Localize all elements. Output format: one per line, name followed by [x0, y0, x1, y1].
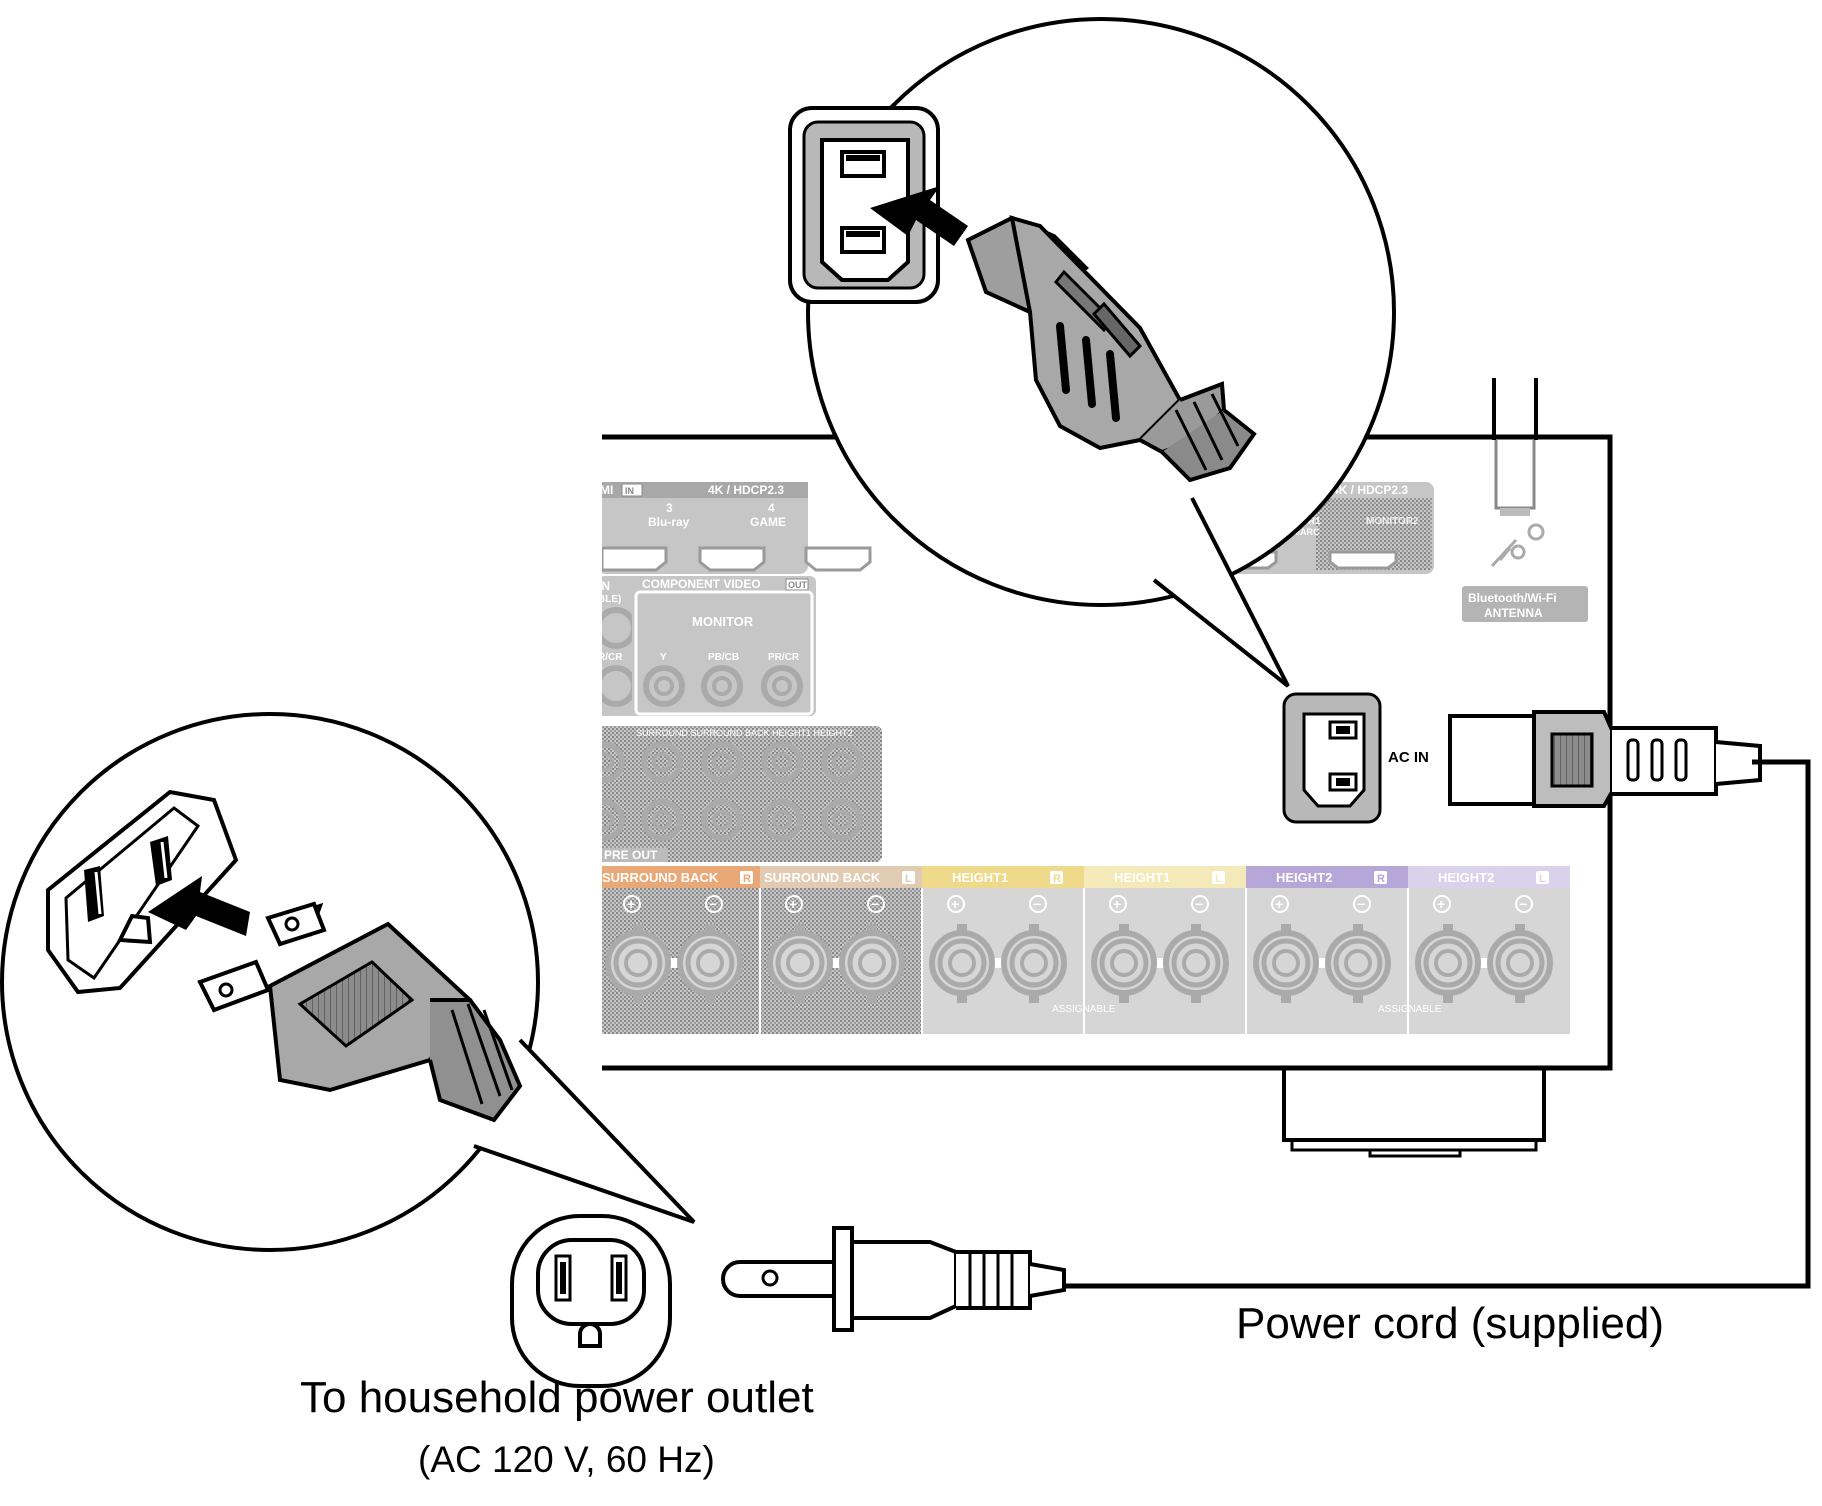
speaker-terminal-group: SURROUND BACK L + −: [759, 866, 922, 1034]
speaker-group-badge: L: [1539, 873, 1546, 885]
chassis-foot: [1282, 1068, 1546, 1142]
speaker-terminal-group: HEIGHT1 L + −: [1083, 866, 1246, 1034]
iec-plug-closeup: [965, 215, 1257, 483]
speaker-group-label: SURROUND BACK: [602, 870, 719, 885]
two-prong-plug-closeup: [197, 901, 523, 1123]
component-monitor-label: MONITOR: [692, 614, 754, 629]
input3-number: 3: [666, 501, 673, 515]
pre-out-jack: [821, 799, 863, 841]
pre-out-jack: [701, 741, 743, 783]
component-pr-jack: [761, 665, 803, 707]
pre-out-jack: [641, 799, 683, 841]
hdmi-port-2: [602, 546, 668, 572]
iec-plug-connected: [1448, 710, 1762, 808]
component-pb-label: PB/CB: [708, 652, 739, 663]
component-y-label: Y: [660, 652, 667, 663]
component-pr-label: PR/CR: [768, 652, 800, 663]
hdmi-port-3: [698, 546, 766, 572]
receiver-rear-panel: MI IN 4K / HDCP2.3 3 Blu-ray 4 GAME 4K /…: [598, 378, 1613, 1158]
input4-name: GAME: [750, 515, 786, 529]
hdcp-left-label: 4K / HDCP2.3: [708, 483, 784, 497]
pre-out-jack: [641, 741, 683, 783]
svg-text:+: +: [1113, 896, 1121, 912]
svg-text:−: −: [1357, 896, 1365, 912]
speaker-group-badge: L: [1215, 873, 1222, 885]
svg-text:−: −: [709, 896, 717, 912]
pre-out-jack: [821, 741, 863, 783]
input4-number: 4: [768, 501, 775, 515]
antenna-symbol-icon: [1490, 538, 1526, 568]
speaker-terminal-group: HEIGHT2 R + −: [1245, 866, 1408, 1034]
monitor2-label: MONITOR2: [1366, 516, 1419, 527]
ac-in-label: AC IN: [1388, 749, 1429, 766]
speaker-group-badge: L: [905, 873, 912, 885]
detail-circle-ac-inlet: [788, 17, 1396, 688]
hdmi-in-badge: IN: [625, 486, 634, 496]
antenna-rod: [1492, 378, 1538, 516]
speaker-terminal-section: SURROUND BACK R + − SURROUND BACK L + − HEIGHT1 R…: [602, 866, 1570, 1034]
pre-out-jack: [761, 799, 803, 841]
speaker-group-badge: R: [743, 873, 751, 885]
insert-arrow-left: [148, 876, 250, 936]
left-partial-label-top: IN: [598, 579, 610, 593]
speaker-group-label: HEIGHT2: [1438, 870, 1494, 885]
speaker-group-label: SURROUND BACK: [764, 870, 881, 885]
antenna-label-line1: Bluetooth/Wi-Fi: [1468, 591, 1557, 605]
svg-text:+: +: [627, 896, 635, 912]
ac-in-inlet: AC IN: [1282, 692, 1429, 824]
hdmi-monitor2-port: [1328, 550, 1398, 570]
assignable-label-2: ASSIGNABLE: [1378, 1004, 1442, 1015]
svg-text:−: −: [871, 896, 879, 912]
power-cord-caption: Power cord (supplied): [1236, 1299, 1664, 1348]
speaker-group-label: HEIGHT2: [1276, 870, 1332, 885]
speaker-group-label: HEIGHT1: [1114, 870, 1170, 885]
pre-out-jack: [602, 741, 625, 783]
antenna-section: Bluetooth/Wi-Fi ANTENNA: [1462, 523, 1588, 622]
speaker-terminal-group: HEIGHT2 L + −: [1407, 866, 1570, 1034]
component-video-label: COMPONENT VIDEO: [642, 577, 761, 591]
input3-name: Blu-ray: [648, 515, 690, 529]
hdmi-input-section: MI IN 4K / HDCP2.3 3 Blu-ray 4 GAME: [600, 482, 872, 574]
pre-out-label: PRE OUT: [604, 848, 658, 862]
speaker-terminal-group: HEIGHT1 R + −: [921, 866, 1084, 1034]
pre-out-header: SURROUND SURROUND BACK HEIGHT1 HEIGHT2: [636, 728, 853, 738]
component-y-jack: [643, 665, 685, 707]
svg-text:+: +: [1275, 896, 1283, 912]
left-partial-label-mid: BLE): [598, 594, 621, 605]
insert-arrow-top: [870, 186, 968, 246]
household-plug: [721, 1226, 1066, 1332]
hdmi-port-4: [804, 546, 872, 572]
component-video-section: IN BLE) R/CR COMPONENT VIDEO OUT MONITOR…: [598, 576, 816, 716]
detail-circle-wall-outlet: [0, 712, 696, 1252]
outlet-caption-line1: To household power outlet: [300, 1373, 814, 1422]
pre-out-section: SURROUND SURROUND BACK HEIGHT1 HEIGHT2 P…: [602, 726, 882, 862]
speaker-group-label: HEIGHT1: [952, 870, 1008, 885]
hdcp-right-label: 4K / HDCP2.3: [1332, 483, 1408, 497]
speaker-group-badge: R: [1053, 873, 1061, 885]
antenna-label-line2: ANTENNA: [1484, 606, 1543, 620]
inlet-socket-closeup: [788, 106, 940, 304]
outlet-caption-line2: (AC 120 V, 60 Hz): [418, 1439, 715, 1480]
component-pb-jack: [701, 665, 743, 707]
left-partial-label-cr: R/CR: [598, 652, 623, 663]
svg-text:−: −: [1033, 896, 1041, 912]
svg-text:−: −: [1519, 896, 1527, 912]
svg-text:+: +: [1437, 896, 1445, 912]
household-outlet: [510, 1214, 672, 1388]
pre-out-jack: [761, 741, 803, 783]
assignable-label-1: ASSIGNABLE: [1052, 1004, 1116, 1015]
speaker-group-badge: R: [1377, 873, 1385, 885]
pre-out-jack: [602, 799, 625, 841]
pre-out-jack: [701, 799, 743, 841]
speaker-terminal-group: SURROUND BACK R + −: [602, 866, 760, 1034]
svg-text:−: −: [1195, 896, 1203, 912]
svg-text:+: +: [789, 896, 797, 912]
component-out-badge: OUT: [788, 580, 808, 590]
hdmi-in-label: MI: [600, 483, 613, 497]
svg-text:+: +: [951, 896, 959, 912]
power-cord-line: [1060, 759, 1811, 1289]
